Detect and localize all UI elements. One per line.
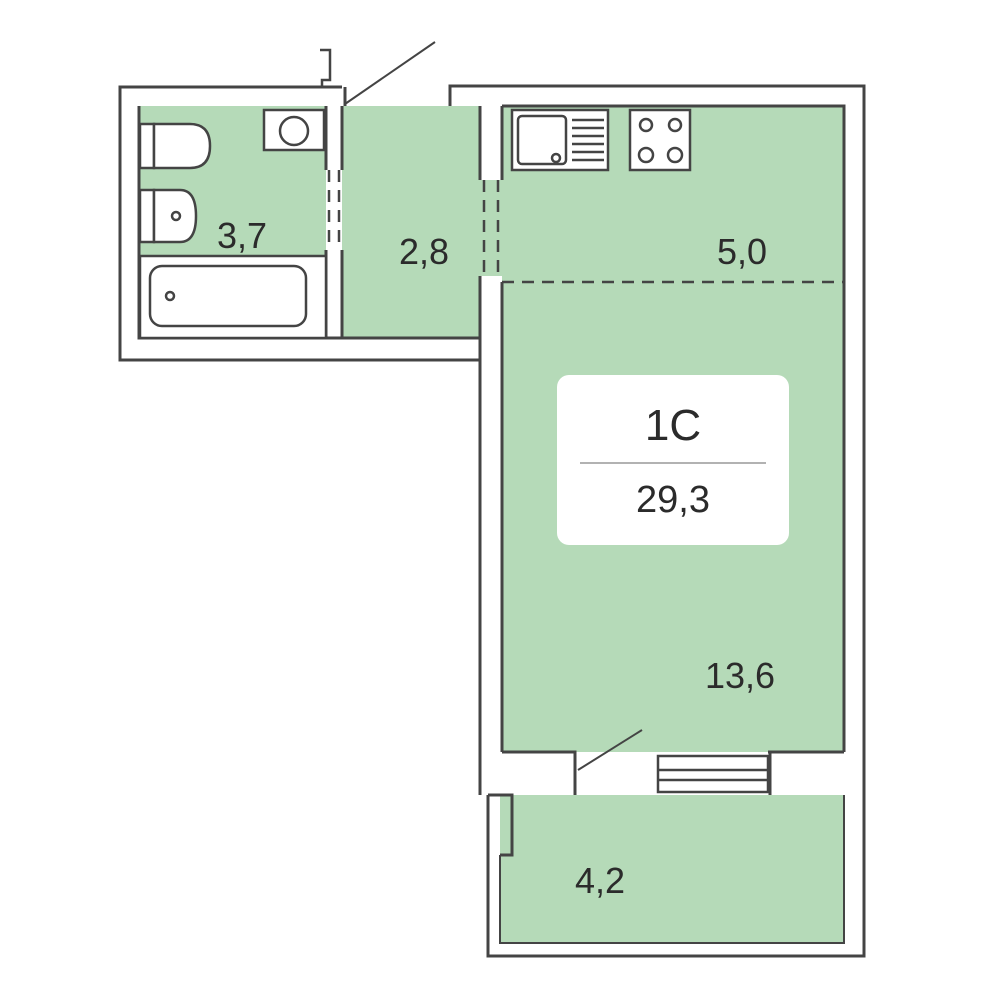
wall-right-lower <box>842 400 866 795</box>
hallway-area[interactable] <box>342 106 480 338</box>
total-area: 29,3 <box>636 479 710 521</box>
balcony-rail <box>499 795 845 944</box>
wall-kitchen-inner-top <box>502 104 846 400</box>
stove-icon <box>628 108 692 172</box>
wall-bath-hall <box>324 106 344 338</box>
living-area-label: 13,6 <box>705 655 775 696</box>
wall-top-right <box>448 84 866 400</box>
hall-kitchen-opening <box>482 180 500 276</box>
summary-card: 1С 29,3 <box>557 375 789 545</box>
wall-living-bottom <box>502 750 844 795</box>
balcony-area[interactable] <box>500 795 844 943</box>
bathtub-icon <box>138 254 328 340</box>
kitchen-sink-icon <box>510 108 610 172</box>
entry-door-icon[interactable] <box>320 41 436 106</box>
bathroom-area-label: 3,7 <box>217 215 267 256</box>
bidet-icon <box>138 188 198 244</box>
bath-door-opening <box>327 170 341 250</box>
balcony-area-label: 4,2 <box>575 860 625 901</box>
dashed-dividers <box>327 170 844 284</box>
room-labels: 3,7 2,8 5,0 13,6 4,2 <box>217 215 775 901</box>
wall-hall-living <box>478 276 504 795</box>
kitchen-area-label: 5,0 <box>717 231 767 272</box>
wall-balcony <box>486 793 866 958</box>
wall-left-block <box>118 85 480 362</box>
wall-top-inner <box>478 106 504 180</box>
hallway-area-label: 2,8 <box>399 231 449 272</box>
hallway-link <box>480 180 502 276</box>
washing-machine-icon <box>262 108 326 152</box>
balcony-door-icon[interactable] <box>577 729 643 771</box>
toilet-icon <box>138 122 212 170</box>
window-icon <box>656 754 770 794</box>
apartment-type: 1С <box>645 401 701 450</box>
summary-card-bg <box>557 375 789 545</box>
